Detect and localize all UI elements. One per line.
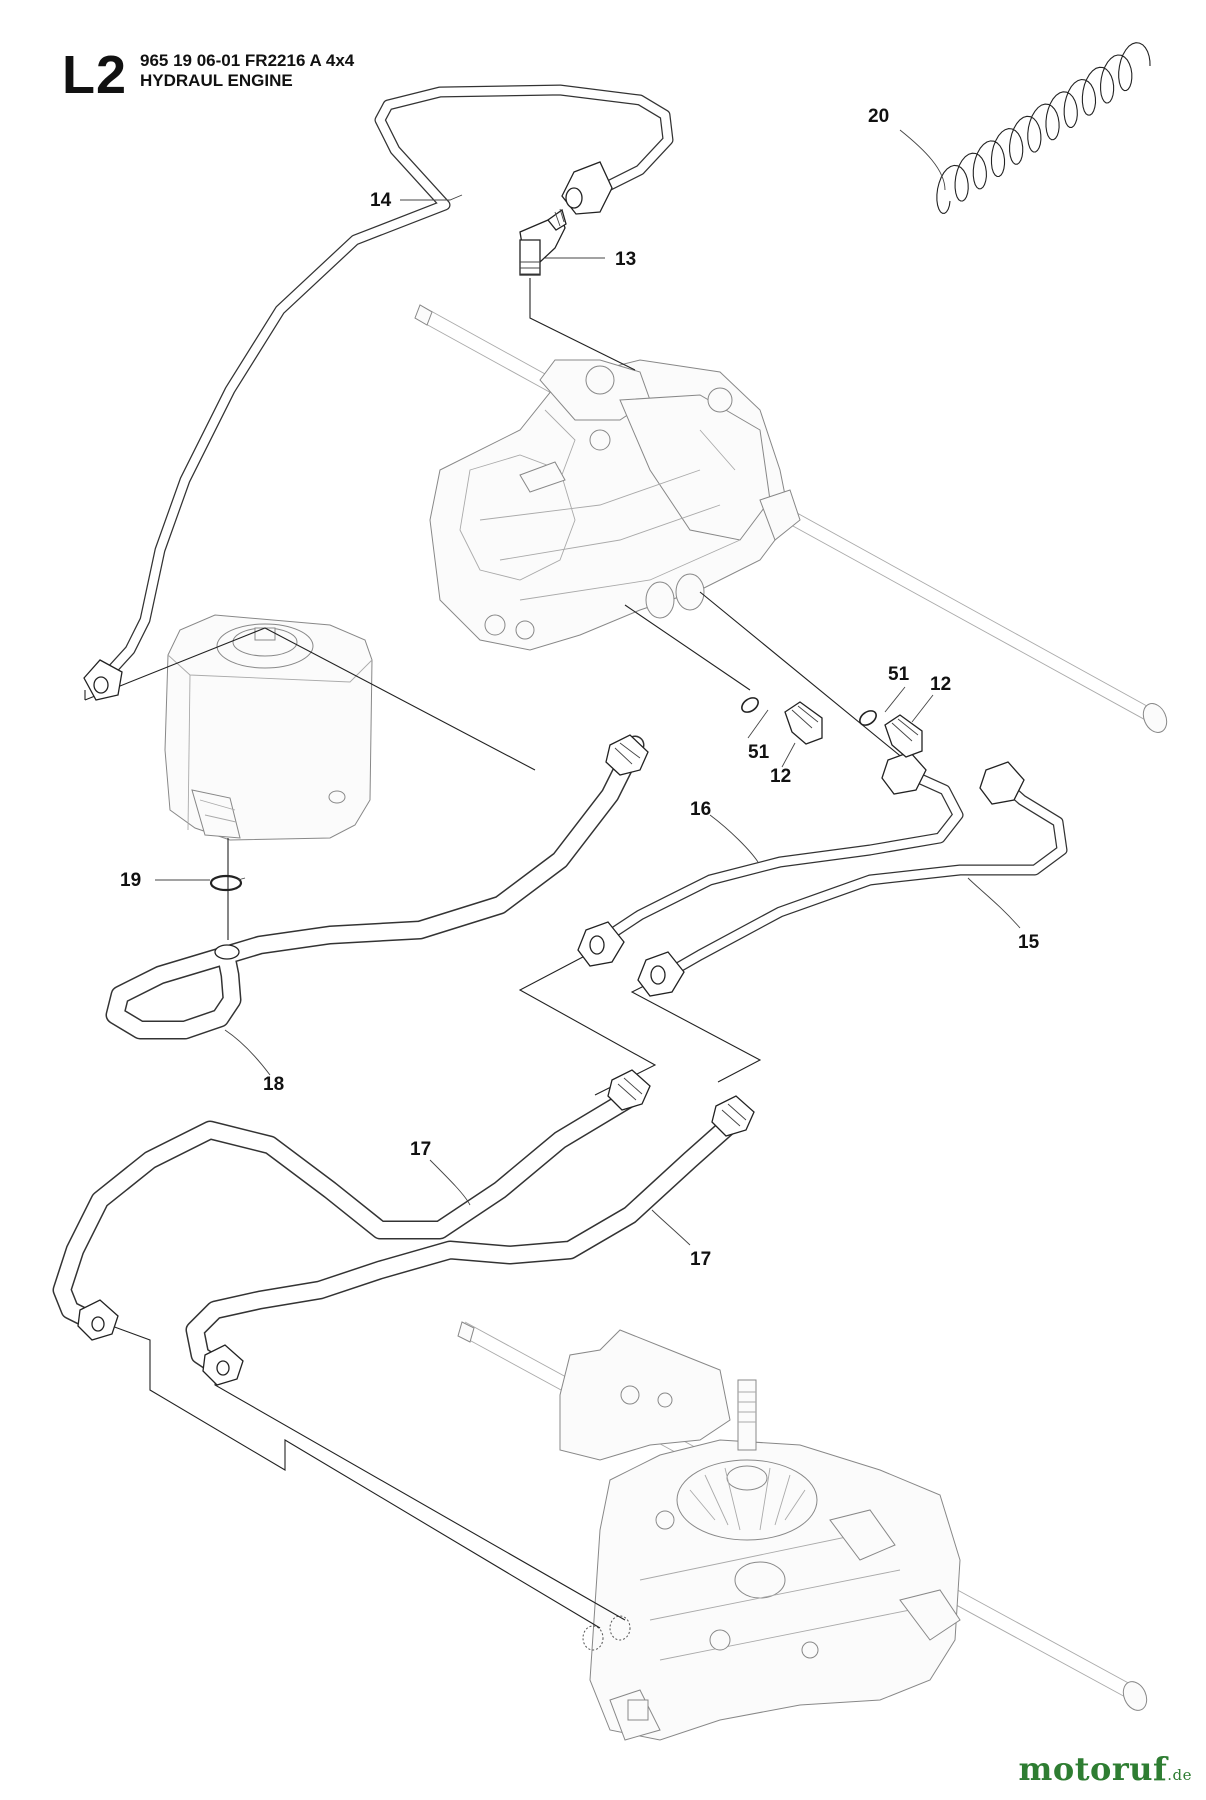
watermark-logo: motoruf.de <box>1019 1750 1192 1788</box>
adapter-set-left <box>741 697 823 745</box>
elbow-fitting-13 <box>519 208 567 276</box>
callout-16: 16 <box>690 799 711 820</box>
diagram-title: HYDRAUL ENGINE <box>140 71 293 90</box>
hydraulic-reservoir <box>164 614 373 841</box>
pipe-15 <box>637 761 1068 997</box>
callout-18: 18 <box>263 1074 284 1095</box>
callout-17-upper: 17 <box>410 1139 431 1160</box>
diagram-part-number: 965 19 06-01 FR2216 A 4x4 <box>140 51 355 70</box>
upper-transmission <box>414 304 1168 733</box>
callout-17-lower: 17 <box>690 1249 711 1270</box>
connection-lines <box>84 278 916 1629</box>
callout-19: 19 <box>120 870 141 891</box>
watermark-suffix: .de <box>1167 1766 1192 1784</box>
callout-14: 14 <box>370 190 392 211</box>
hose-17-lower <box>185 1095 755 1386</box>
hose-17-upper <box>52 1069 651 1341</box>
diagram-code: L2 <box>62 45 128 105</box>
callout-leaders <box>155 129 1021 1246</box>
callout-12-right: 12 <box>930 674 951 695</box>
lower-transmission <box>457 1321 1148 1741</box>
callout-13: 13 <box>615 249 636 270</box>
callout-labels: 20 14 13 51 12 51 12 16 19 15 18 17 17 <box>120 106 1040 1270</box>
hose-18 <box>105 734 649 1040</box>
callout-20: 20 <box>868 106 889 127</box>
adapter-set-right <box>859 710 923 758</box>
callout-51-left: 51 <box>748 742 770 763</box>
callout-51-right: 51 <box>888 664 910 685</box>
pipe-16 <box>577 751 964 967</box>
hose-clamp-19 <box>209 874 246 892</box>
callout-12-left: 12 <box>770 766 791 787</box>
callout-15: 15 <box>1018 932 1040 953</box>
spiral-guard-20 <box>936 42 1151 214</box>
pipe-14 <box>83 84 674 701</box>
watermark-name: motoruf <box>1018 1750 1168 1788</box>
